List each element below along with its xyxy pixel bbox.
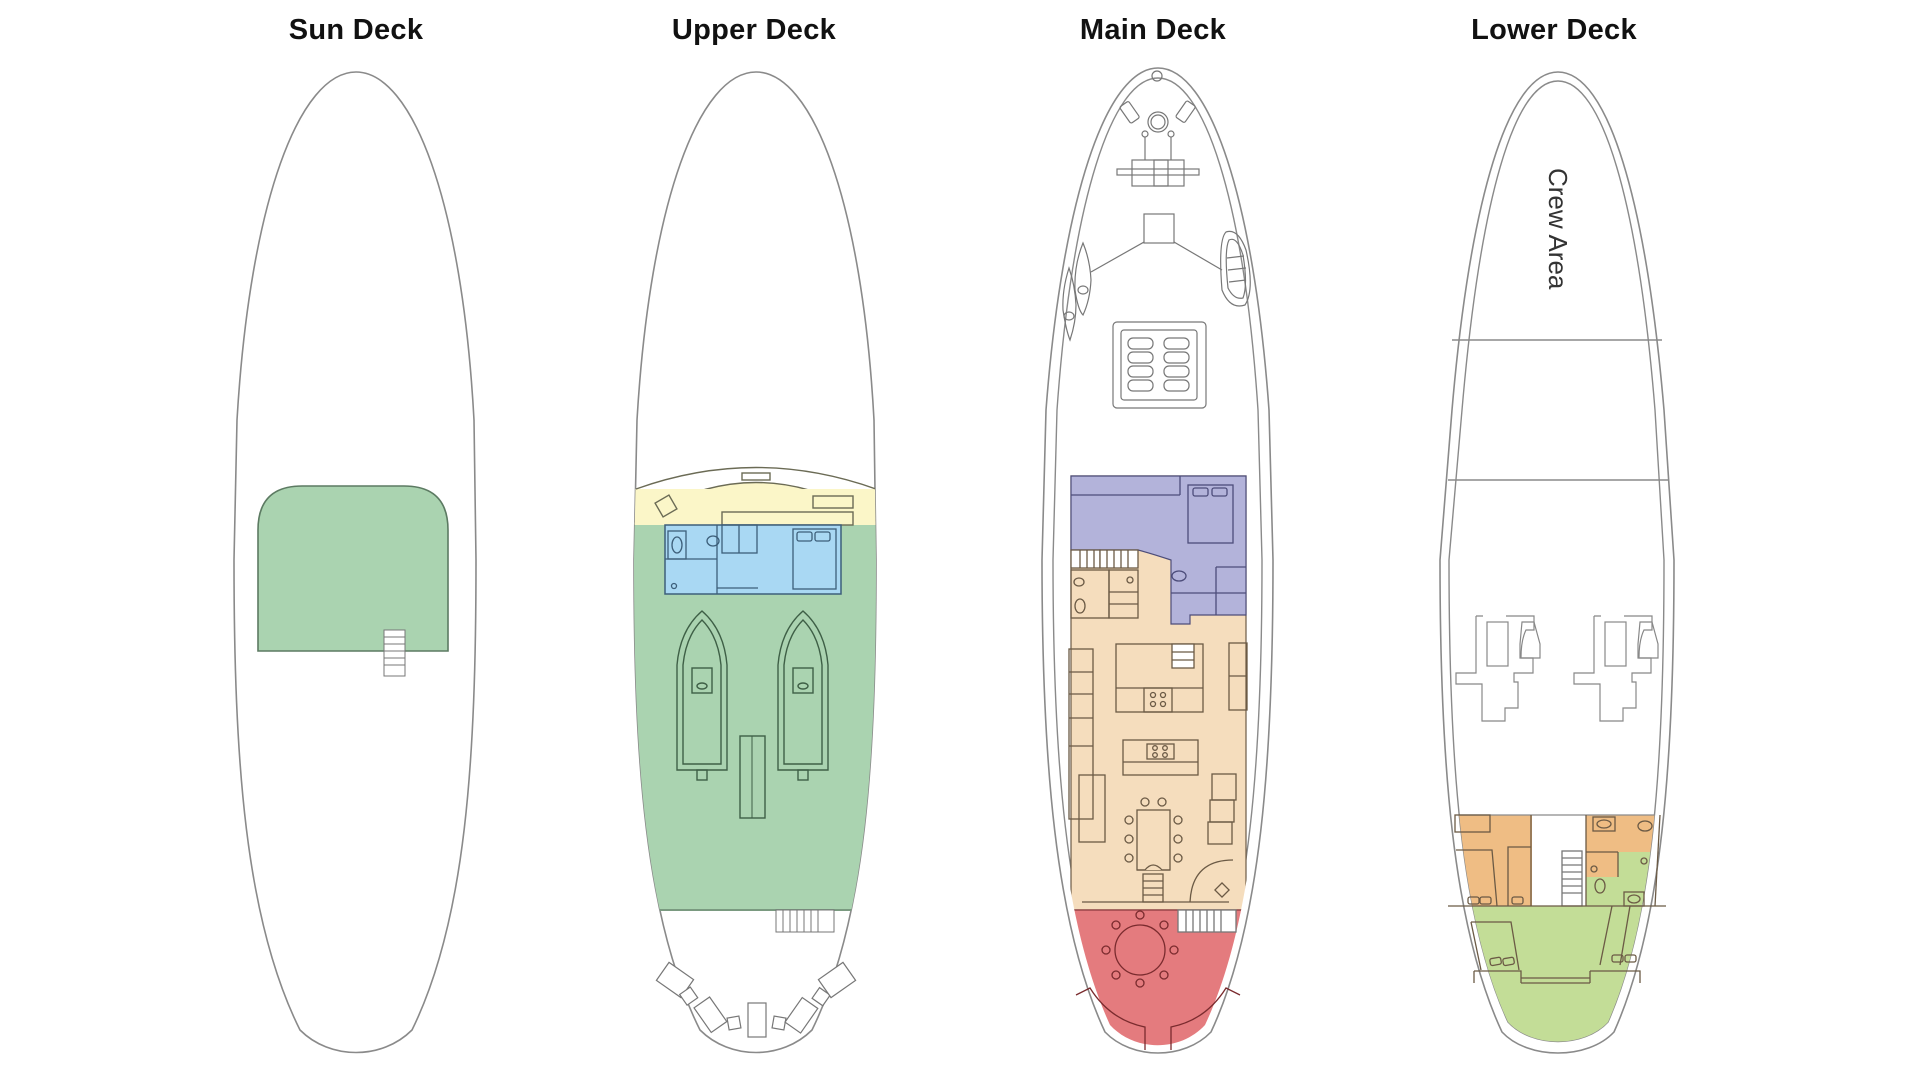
anchor-winch-icon <box>1090 70 1223 273</box>
deck-title-upper: Upper Deck <box>671 14 837 46</box>
upper-deck-plan <box>633 71 877 1054</box>
sun-deck-plan <box>233 71 477 1054</box>
dinghy-icon <box>1220 230 1251 307</box>
deck-title-sun: Sun Deck <box>288 14 424 46</box>
deck-title-main: Main Deck <box>1079 14 1227 46</box>
engine-icon <box>1455 615 1541 722</box>
lower-deck-plan: Crew Area <box>1439 71 1675 1054</box>
crew-area-label: Crew Area <box>1543 168 1573 290</box>
tender-boat-icon <box>777 610 829 781</box>
sun-deck-lounge-zone[interactable] <box>257 485 449 652</box>
deck-title-lower: Lower Deck <box>1471 14 1637 46</box>
kayak-icon <box>1062 241 1092 342</box>
tender-boat-icon <box>676 610 728 781</box>
stairs-icon <box>383 629 406 677</box>
life-raft-icon <box>1112 321 1207 409</box>
sun-lounger-icon <box>655 961 857 1038</box>
engine-icon <box>1573 615 1659 722</box>
main-deck-plan <box>1041 67 1274 1054</box>
stairs-icon <box>775 909 835 933</box>
